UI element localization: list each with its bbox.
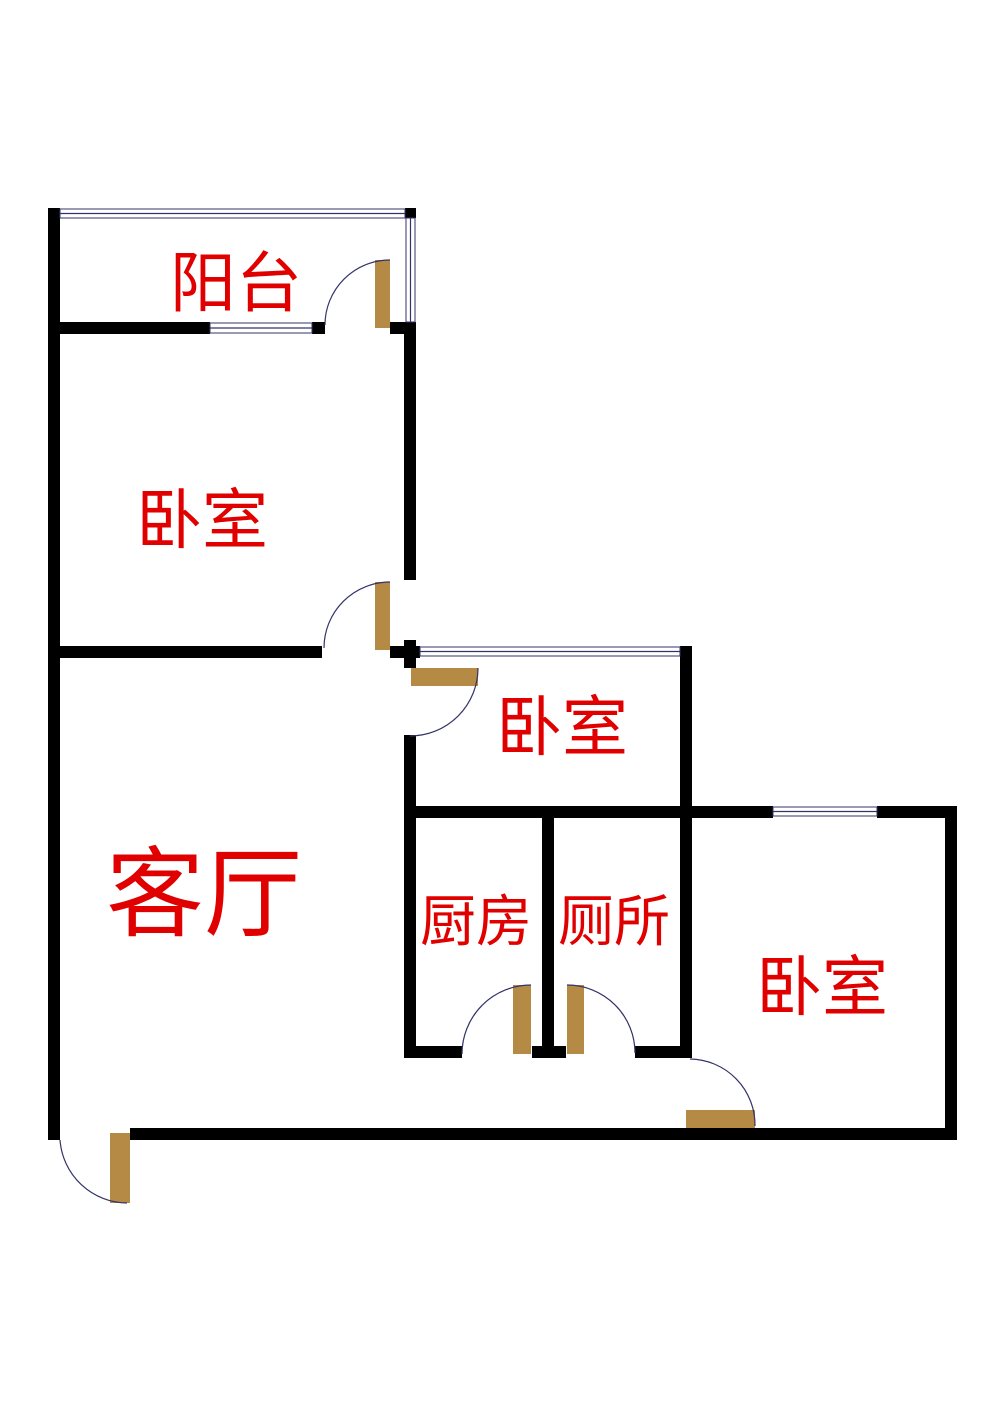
room-labels: 阳台 卧室 卧室 客厅 厨房 厕所 卧室	[106, 245, 888, 1026]
bedroom-2-door-leaf	[411, 668, 478, 686]
label-balcony: 阳台	[170, 245, 302, 322]
label-bedroom-1: 卧室	[136, 482, 268, 559]
bedroom-3-door-leaf	[686, 1110, 755, 1128]
label-kitchen: 厨房	[420, 890, 532, 955]
doors	[59, 259, 756, 1204]
label-bedroom-2: 卧室	[496, 689, 628, 766]
walls	[48, 208, 957, 1140]
bedroom-1-door-leaf	[375, 582, 390, 650]
label-toilet: 厕所	[558, 890, 670, 955]
label-bedroom-3: 卧室	[756, 949, 888, 1026]
balcony-door-leaf	[375, 260, 390, 328]
entrance-door-leaf	[110, 1133, 130, 1203]
label-living-room: 客厅	[106, 838, 302, 952]
kitchen-door-leaf	[513, 985, 531, 1054]
toilet-door-leaf	[567, 985, 584, 1054]
windows	[59, 208, 878, 817]
